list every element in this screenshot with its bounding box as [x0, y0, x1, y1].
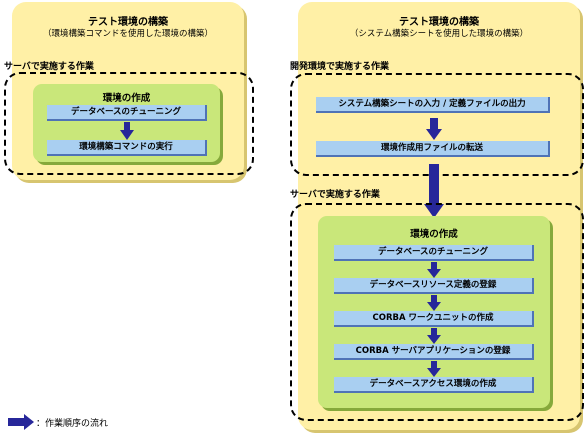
flow-arrow-icon: [120, 122, 134, 140]
left-server-area: [4, 72, 254, 175]
right-panel-title: テスト環境の構築: [399, 17, 479, 28]
right-server-step-4: CORBA サーバアプリケーションの登録: [334, 344, 534, 360]
legend-arrow-icon: [8, 414, 34, 430]
flow-arrow-icon: [427, 262, 441, 278]
flow-arrow-icon: [426, 118, 442, 140]
left-panel-subtitle: （環境構築コマンドを使用した環境の構築）: [42, 29, 213, 39]
left-group-title: 環境の作成: [102, 93, 151, 104]
flow-arrow-icon: [427, 328, 441, 344]
left-section-label: サーバで実施する作業: [4, 62, 94, 72]
flow-arrow-icon: [427, 361, 441, 377]
right-dev-step-1: システム構築シートの入力 / 定義ファイルの出力: [316, 97, 550, 113]
right-server-step-2: データベースリソース定義の登録: [334, 278, 534, 294]
flow-arrow-icon: [427, 295, 441, 311]
right-group-title: 環境の作成: [410, 229, 458, 240]
legend-label: ：作業順序の流れ: [36, 419, 109, 429]
right-server-step-5: データベースアクセス環境の作成: [334, 377, 534, 393]
right-panel-subtitle: （システム構築シートを使用した環境の構築）: [349, 29, 529, 39]
left-step-1: データベースのチューニング: [47, 105, 207, 121]
left-step-2: 環境構築コマンドの実行: [47, 140, 207, 156]
right-server-step-1: データベースのチューニング: [334, 245, 534, 261]
left-panel-title: テスト環境の構築: [88, 17, 168, 28]
right-server-area: [290, 203, 584, 421]
right-server-section-label: サーバで実施する作業: [290, 190, 380, 200]
right-server-step-3: CORBA ワークユニットの作成: [334, 311, 534, 327]
right-dev-step-2: 環境作成用ファイルの転送: [316, 141, 550, 157]
right-dev-section-label: 開発環境で実施する作業: [290, 62, 390, 72]
